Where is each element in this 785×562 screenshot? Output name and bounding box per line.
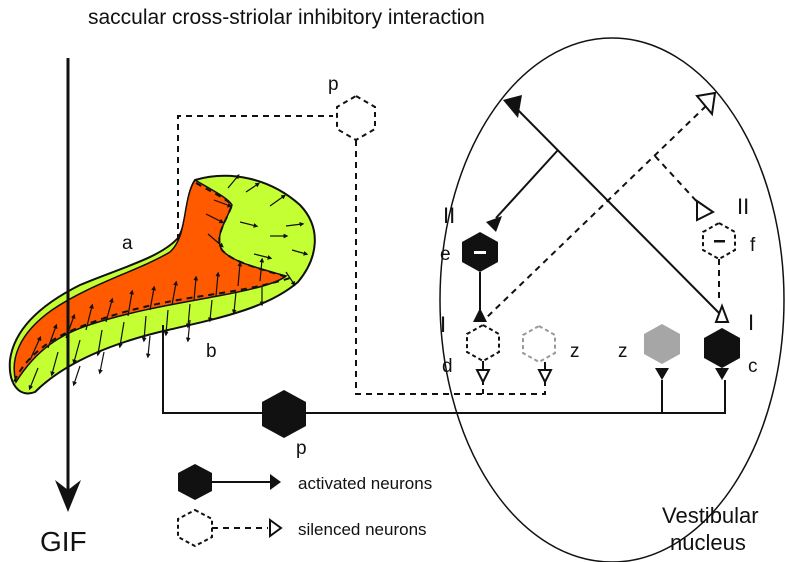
label-z-right: z (618, 341, 628, 362)
hair-cell-arrow (245, 182, 260, 193)
neuron-c (704, 328, 740, 368)
diagram-title: saccular cross-striolar inhibitory inter… (88, 6, 485, 29)
saccular-macula (8, 174, 316, 395)
label-II-left: II (443, 203, 455, 228)
hair-cell-arrow (98, 351, 105, 375)
label-II-right: II (737, 194, 749, 219)
label-d: d (442, 356, 453, 377)
label-f: f (750, 235, 756, 256)
hair-cell-arrow (28, 367, 39, 391)
hair-cell-arrow (291, 249, 309, 256)
hair-cell-arrow (127, 289, 134, 317)
hair-cell-arrow (231, 291, 237, 315)
vestibular-nucleus-label-line1: Vestibular (662, 503, 759, 528)
terminal-top-left (503, 95, 522, 118)
label-b: b (206, 341, 217, 362)
label-c: c (748, 356, 758, 377)
neuron-z-right (644, 324, 680, 364)
label-e: e (440, 244, 451, 265)
hair-cell-arrow (185, 303, 191, 329)
label-p-top: p (328, 74, 339, 95)
vestibular-nucleus-label-line2: nucleus (670, 530, 746, 555)
label-p-bottom: p (296, 438, 307, 459)
hair-cell-arrow (185, 319, 191, 343)
hair-cell-arrow (205, 213, 225, 224)
legend-silenced-label: silenced neurons (298, 520, 427, 539)
label-I-right: I (748, 310, 754, 335)
neuron-p-silenced (336, 94, 376, 142)
hair-cell-arrow (145, 335, 151, 359)
hair-cell-arrow (47, 323, 58, 349)
hair-cell-arrow (163, 309, 169, 337)
legend-activated-neuron-icon (178, 464, 212, 500)
hair-cell-arrow (215, 271, 221, 297)
legend: activated neurons silenced neurons (177, 464, 432, 548)
hair-cell-arrow (193, 275, 199, 301)
hair-cell-arrow (213, 199, 233, 208)
hair-cell-arrow (253, 253, 273, 260)
neuron-z-left (522, 324, 556, 364)
silenced-vestibular-pathway (466, 91, 736, 385)
label-z-left: z (570, 341, 580, 362)
label-a: a (122, 233, 133, 254)
activated-afferent-pathway-p: p (162, 325, 726, 459)
vestibular-nucleus-boundary (439, 37, 785, 562)
hair-cell-arrow (285, 221, 305, 227)
silenced-afferent-pathway-p: p (177, 74, 546, 395)
hair-cell-arrow (141, 315, 147, 343)
hair-cell-arrow (227, 174, 240, 189)
hair-cell-arrow (207, 233, 224, 248)
hair-cell-arrow (237, 261, 243, 287)
terminal-top-right (695, 91, 717, 117)
hair-cell-arrow (285, 271, 296, 286)
gif-label: GIF (40, 526, 87, 557)
hair-cell-arrow (50, 351, 59, 377)
hair-cell-arrow (207, 299, 213, 323)
hair-cell-arrow (259, 257, 265, 282)
hair-cell-polarity-arrows (28, 174, 309, 391)
label-I-left: I (440, 312, 446, 337)
hair-cell-arrow (105, 297, 114, 323)
hair-cell-arrow (149, 285, 156, 311)
hair-cell-arrow (118, 321, 125, 349)
neuron-p-activated (262, 390, 306, 438)
hair-cell-arrow (239, 221, 259, 228)
hair-cell-arrow (29, 335, 42, 361)
legend-silenced-neuron-icon (177, 508, 213, 548)
gif-arrow-head (55, 480, 81, 512)
hair-cell-arrow (96, 329, 103, 357)
hair-cell-arrow (85, 303, 94, 331)
legend-activated-label: activated neurons (298, 474, 432, 493)
hair-cell-arrow (269, 194, 286, 207)
hair-cell-arrow (72, 365, 81, 387)
hair-cell-arrow (72, 339, 81, 365)
neuron-d (466, 323, 500, 363)
activated-vestibular-pathway (462, 95, 740, 380)
hair-cell-arrow (171, 280, 178, 306)
